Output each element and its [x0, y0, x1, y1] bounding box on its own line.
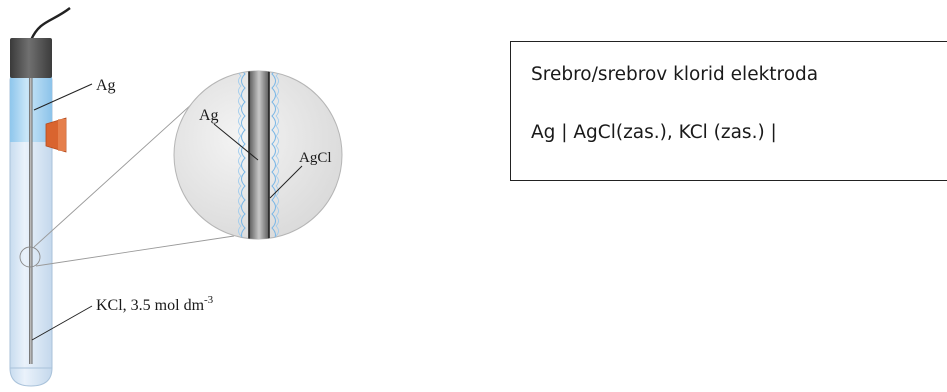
zoom-region-circle	[19, 246, 41, 268]
silver-wire	[29, 78, 33, 364]
electrode-notation: Ag | AgCl(zas.), KCl (zas.) |	[531, 122, 777, 143]
magnified-view	[173, 70, 343, 240]
electrode-name: Srebro/srebrov klorid elektroda	[531, 64, 819, 85]
label-ag-electrode: Ag	[96, 77, 116, 94]
label-agcl: AgCl	[299, 150, 332, 166]
magnifier-lines	[33, 83, 235, 267]
cable	[29, 7, 71, 41]
label-kcl: KCl, 3.5 mol dm-3	[96, 294, 214, 314]
label-kcl-exponent: -3	[204, 294, 214, 306]
electrode-info-box: Srebro/srebrov klorid elektroda Ag | AgC…	[510, 41, 947, 181]
leader-lines	[31, 83, 303, 341]
label-ag-wire: Ag	[199, 107, 219, 124]
agcl-layer-left	[241, 71, 246, 239]
electrode-diagram: Ag Ag AgCl KCl, 3.5 mol dm-3	[9, 7, 343, 387]
magnified-silver-wire	[249, 71, 269, 239]
electrode-cap	[10, 38, 52, 78]
agcl-layer-right	[271, 71, 276, 239]
label-kcl-main: KCl, 3.5 mol dm	[96, 297, 205, 314]
